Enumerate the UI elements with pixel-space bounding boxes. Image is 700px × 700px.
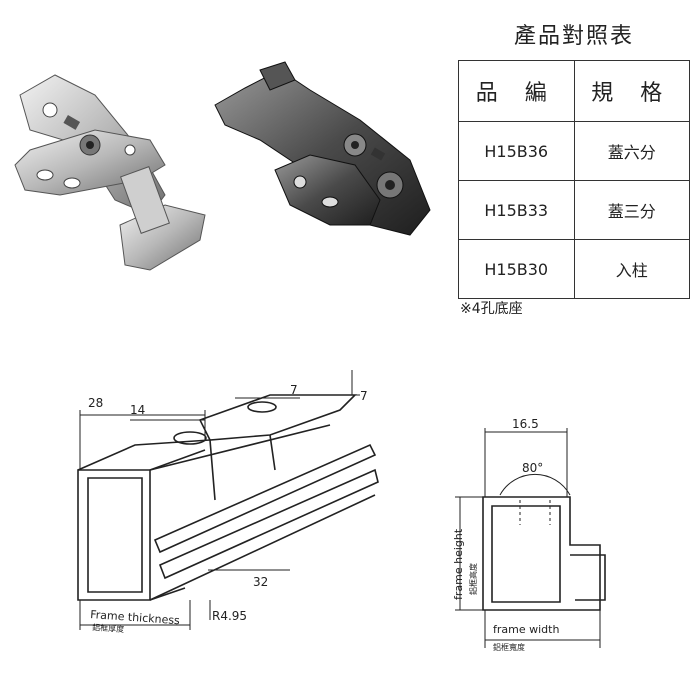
- cell-spec: 入柱: [573, 239, 690, 299]
- dark-hinge-image: [214, 61, 431, 236]
- table-row: H15B30 入柱: [458, 239, 690, 299]
- frame-width-zh: 鋁框寬度: [493, 642, 525, 652]
- cell-spec: 蓋六分: [573, 121, 690, 181]
- frame-height-en: frame height: [452, 528, 465, 600]
- dim-28: 28: [88, 396, 103, 410]
- cell-code: H15B33: [458, 180, 575, 240]
- frame-width-en: frame width: [493, 623, 559, 636]
- table-row: H15B33 蓋三分: [458, 180, 690, 240]
- frame-thickness-en: Frame thickness: [90, 608, 181, 627]
- width-dim: 16.5: [512, 417, 539, 431]
- cell-code: H15B30: [458, 239, 575, 299]
- header-code: 品 編: [458, 60, 575, 122]
- table-header-row: 品 編 規 格: [458, 60, 690, 122]
- technical-drawings: 28 14 7 7 32 R4.95 Frame thickness 鋁框厚度 …: [77, 370, 606, 652]
- header-spec: 規 格: [573, 60, 690, 122]
- spec-table: 品 編 規 格 H15B36 蓋六分 H15B33 蓋三分 H15B30 入柱: [458, 60, 690, 299]
- table-title: 產品對照表: [513, 24, 634, 49]
- cell-code: H15B36: [458, 121, 575, 181]
- product-photos: [14, 61, 431, 271]
- section-drawing: [455, 428, 606, 648]
- profile-drawing: [77, 370, 379, 630]
- base-note: ※4孔底座: [460, 301, 523, 317]
- dim-7-top: 7: [290, 383, 298, 397]
- frame-thickness-zh: 鋁框厚度: [92, 622, 125, 634]
- cell-spec: 蓋三分: [573, 180, 690, 240]
- angle-label: 80°: [522, 461, 543, 475]
- table-row: H15B36 蓋六分: [458, 121, 690, 181]
- dim-14: 14: [130, 403, 145, 417]
- frame-height-zh: 鋁框高度: [468, 563, 478, 595]
- radius-label: R4.95: [212, 609, 247, 623]
- dim-32: 32: [253, 575, 268, 589]
- dim-7-right: 7: [360, 389, 368, 403]
- silver-hinge-image: [14, 74, 206, 271]
